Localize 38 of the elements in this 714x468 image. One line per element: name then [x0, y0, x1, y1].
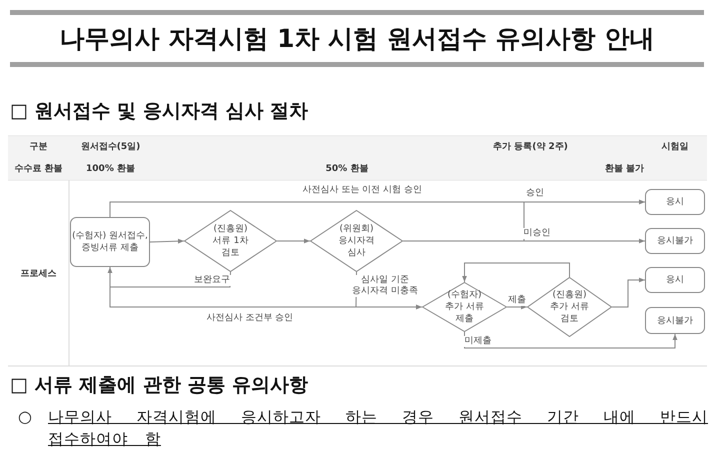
- section-heading: □ 원서접수 및 응시자격 심사 절차: [10, 99, 310, 124]
- edge-label: 사전심사 조건부 승인: [206, 312, 294, 324]
- process-box: (수험자) 원서접수, 증빙서류 제출: [70, 217, 150, 267]
- arrow: [462, 262, 570, 282]
- decision-diamond: (진흥원) 서류 1차 검토: [184, 210, 277, 272]
- decision-diamond: (진흥원) 추가 서류 검토: [527, 277, 612, 337]
- arrow: [506, 304, 528, 310]
- column-header: 추가 등록(약 2주): [418, 136, 643, 157]
- arrow: [276, 238, 310, 244]
- process-box: 응시불가: [645, 307, 705, 334]
- table-cell-text: 50% 환불: [152, 157, 542, 180]
- arrow: [108, 266, 231, 288]
- edge-label: 미승인: [522, 228, 552, 238]
- arrow: [464, 332, 678, 348]
- arrow: [402, 238, 646, 244]
- process-box: 응시불가: [645, 228, 705, 254]
- edge-label: 미제출: [464, 336, 492, 346]
- column-header: 구분: [8, 136, 69, 157]
- edge-label: 보완요구: [193, 274, 231, 286]
- arrow: [612, 278, 646, 308]
- section-heading: □ 서류 제출에 관한 공통 유의사항: [10, 373, 310, 398]
- edge-label: 승인: [525, 188, 545, 198]
- process-box: 응시: [645, 189, 705, 215]
- title: 나무의사 자격시험 1차 시험 원서접수 유의사항 안내: [58, 23, 656, 55]
- table-cell-text: 100% 환불: [69, 157, 152, 180]
- arrow: [150, 238, 184, 244]
- note-text: 나무의사 자격시험에 응시하고자 하는 경우 원서접수 기간 내에 반드시 접수하여야 함: [48, 407, 708, 450]
- bullet-text: ○: [18, 406, 33, 428]
- process-box: 응시: [645, 267, 705, 293]
- row-header: 수수료 환불: [8, 157, 69, 180]
- decision-diamond: (위원회) 응시자격 심사: [310, 210, 403, 272]
- table-cell-text: 환불 불가: [542, 157, 707, 180]
- column-header: 원서접수(5일): [69, 136, 152, 157]
- edge-label: 제출: [507, 294, 527, 306]
- edge-label: 사전심사 또는 이전 시험 승인: [302, 184, 423, 196]
- decision-diamond: (수험자) 추가 서류 제출: [422, 282, 507, 332]
- row-header: 프로세스: [20, 268, 58, 280]
- column-header: 시험일: [643, 136, 707, 157]
